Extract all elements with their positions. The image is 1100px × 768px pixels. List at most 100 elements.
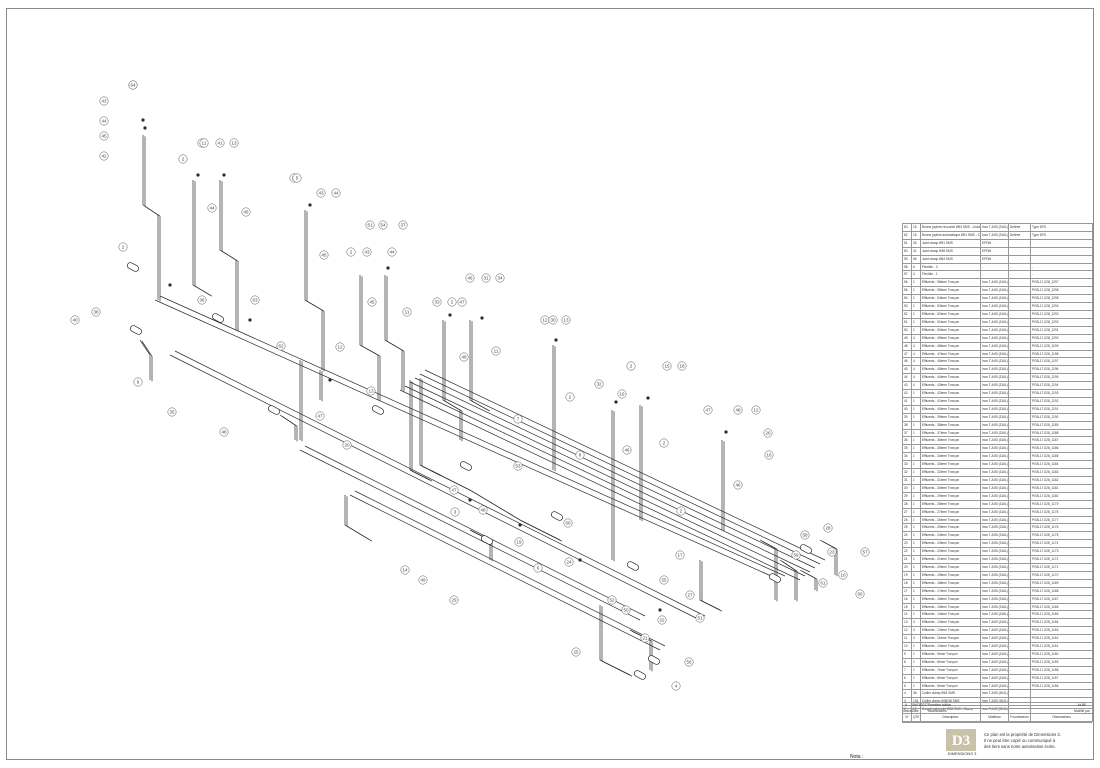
callout-bubble: 61 xyxy=(365,220,375,230)
callout-number: 12 xyxy=(753,408,759,413)
callout-bubble: 43 xyxy=(362,247,372,257)
bom-cell-four: - xyxy=(1008,618,1031,628)
bom-cell-qte: 4 xyxy=(911,373,921,383)
callout-number: 59 xyxy=(793,553,799,558)
bom-cell-no: 62 xyxy=(902,230,912,240)
bom-cell-obs: PGB-17-028_1164 xyxy=(1030,618,1093,628)
callout-bubble: 11 xyxy=(199,138,209,148)
callout-bubbles: 2434445422434445114113394344452366340389… xyxy=(70,80,870,691)
callout-bubble: 61 xyxy=(818,578,828,588)
pipe-loop xyxy=(701,561,723,612)
bom-cell-desc: Joint clamp Ø63 SMS xyxy=(920,254,981,264)
callout-bubble: 55 xyxy=(659,575,669,585)
bom-cell-mat: Inox T-AISI (316L) xyxy=(980,665,1009,675)
callout-number: 27 xyxy=(687,593,693,598)
bom-cell-no: 26 xyxy=(902,515,912,525)
bom-cell-obs: PGB-17-028_1189 xyxy=(1030,420,1093,430)
callout-bubble: 51 xyxy=(695,613,705,623)
bom-cell-mat: Inox T-AISI (316L) xyxy=(980,412,1009,422)
bom-cell-obs: PGB-17-028_1179 xyxy=(1030,499,1093,509)
bom-cell-four: - xyxy=(1008,594,1031,604)
bom-cell-qte: 1 xyxy=(911,531,921,541)
callout-bubble: 8 xyxy=(575,450,585,460)
bom-cell-mat: Inox T-AISI (316L) xyxy=(980,483,1009,493)
callout-bubble: 25 xyxy=(571,647,581,657)
bom-cell-mat: Inox T-AISI (316L) xyxy=(980,531,1009,541)
callout-number: 48 xyxy=(461,355,467,360)
callout-number: 20 xyxy=(344,443,350,448)
bom-cell-desc: Effluents - 48ème Tronçon xyxy=(920,341,981,351)
callout-number: 24 xyxy=(566,560,572,565)
bom-cell-qte: 1 xyxy=(911,681,921,691)
callout-number: 19 xyxy=(619,392,625,397)
bom-cell-four: - xyxy=(1008,468,1031,477)
callout-bubble: 47 xyxy=(449,485,459,495)
bom-cell-four: - xyxy=(1008,523,1031,533)
callout-bubble: 27 xyxy=(685,590,695,600)
bom-cell-four: - xyxy=(1008,286,1031,296)
bom-cell-no: 41 xyxy=(902,396,912,406)
bom-cell-mat: Inox T-AISI (316L) xyxy=(980,428,1009,438)
bom-cell-desc: Joint clamp Ø38 SMS xyxy=(920,246,981,256)
callout-bubble: 13 xyxy=(561,315,571,325)
bom-cell-mat: Inox T-AISI (316L) xyxy=(980,404,1009,414)
bom-cell-four: - xyxy=(1008,531,1031,541)
bom-cell-obs: PGB-17-028_1159 xyxy=(1030,657,1093,667)
bom-cell-obs: - xyxy=(1030,270,1093,280)
callout-number: 36 xyxy=(199,298,205,303)
callout-number: 54 xyxy=(380,223,386,228)
bom-cell-no: 46 xyxy=(902,357,912,367)
bom-cell-mat: Inox T-AISI (316L) xyxy=(980,317,1009,327)
bom-cell-qte: 1 xyxy=(911,476,921,485)
callout-number: 22 xyxy=(659,618,665,623)
bom-cell-desc: Effluents - 49ème Tronçon xyxy=(920,333,981,343)
bom-cell-no: 6 xyxy=(902,673,912,683)
callout-number: 13 xyxy=(231,141,237,146)
clamp-icon xyxy=(614,400,618,404)
bom-cell-obs: PGB-17-028_1165 xyxy=(1030,610,1093,620)
callout-number: 44 xyxy=(209,206,215,211)
bom-cell-obs: PGB-17-028_1171 xyxy=(1030,562,1093,572)
callout-number: 23 xyxy=(829,550,835,555)
callout-number: 2 xyxy=(663,441,666,446)
bom-cell-desc: Effluents - 52ème Tronçon xyxy=(920,309,981,319)
callout-number: 14 xyxy=(402,568,408,573)
bom-cell-four: - xyxy=(1008,357,1031,367)
bom-cell-obs xyxy=(1030,246,1093,256)
bom-cell-qte: 1 xyxy=(911,602,921,612)
bom-cell-desc: Effluents - 17ème Tronçon xyxy=(920,586,981,596)
bom-cell-desc: Effluents - 51ème Tronçon xyxy=(920,317,981,327)
callout-bubble: 48 xyxy=(459,352,469,362)
bom-cell-qte: 1 xyxy=(911,491,921,501)
bom-cell-qte: 1 xyxy=(911,570,921,580)
callout-number: 41 xyxy=(217,141,223,146)
bom-cell-desc: Effluents - 31ème Tronçon xyxy=(920,476,981,485)
bom-cell-mat: Inox T-AISI (316L) xyxy=(980,309,1009,319)
pipe-trunk xyxy=(404,385,806,577)
bom-cell-obs: PGB-17-028_1174 xyxy=(1030,539,1093,549)
bom-cell-obs: PGB-17-028_1161 xyxy=(1030,642,1093,651)
bom-cell-mat: Inox T-AISI (316L) xyxy=(980,381,1009,391)
bom-cell-desc: Joint clamp Ø51 SMS xyxy=(920,238,981,248)
bom-cell-obs: PGB-17-028_1163 xyxy=(1030,626,1093,636)
callout-bubble: 12 xyxy=(335,342,345,352)
bom-cell-desc: Effluents - 41ème Tronçon xyxy=(920,396,981,406)
revision-modification: Première édition xyxy=(928,703,952,707)
bom-cell-no: 50 xyxy=(902,325,912,335)
pipe-loop xyxy=(801,570,818,592)
bom-cell-no: 25 xyxy=(902,523,912,533)
pipe-loop xyxy=(279,414,296,440)
sheet-border xyxy=(6,8,1094,760)
bom-cell-qte: 1 xyxy=(911,657,921,667)
bom-cell-no: 27 xyxy=(902,507,912,517)
bom-cell-desc: Effluents - 26ème Tronçon xyxy=(920,515,981,525)
